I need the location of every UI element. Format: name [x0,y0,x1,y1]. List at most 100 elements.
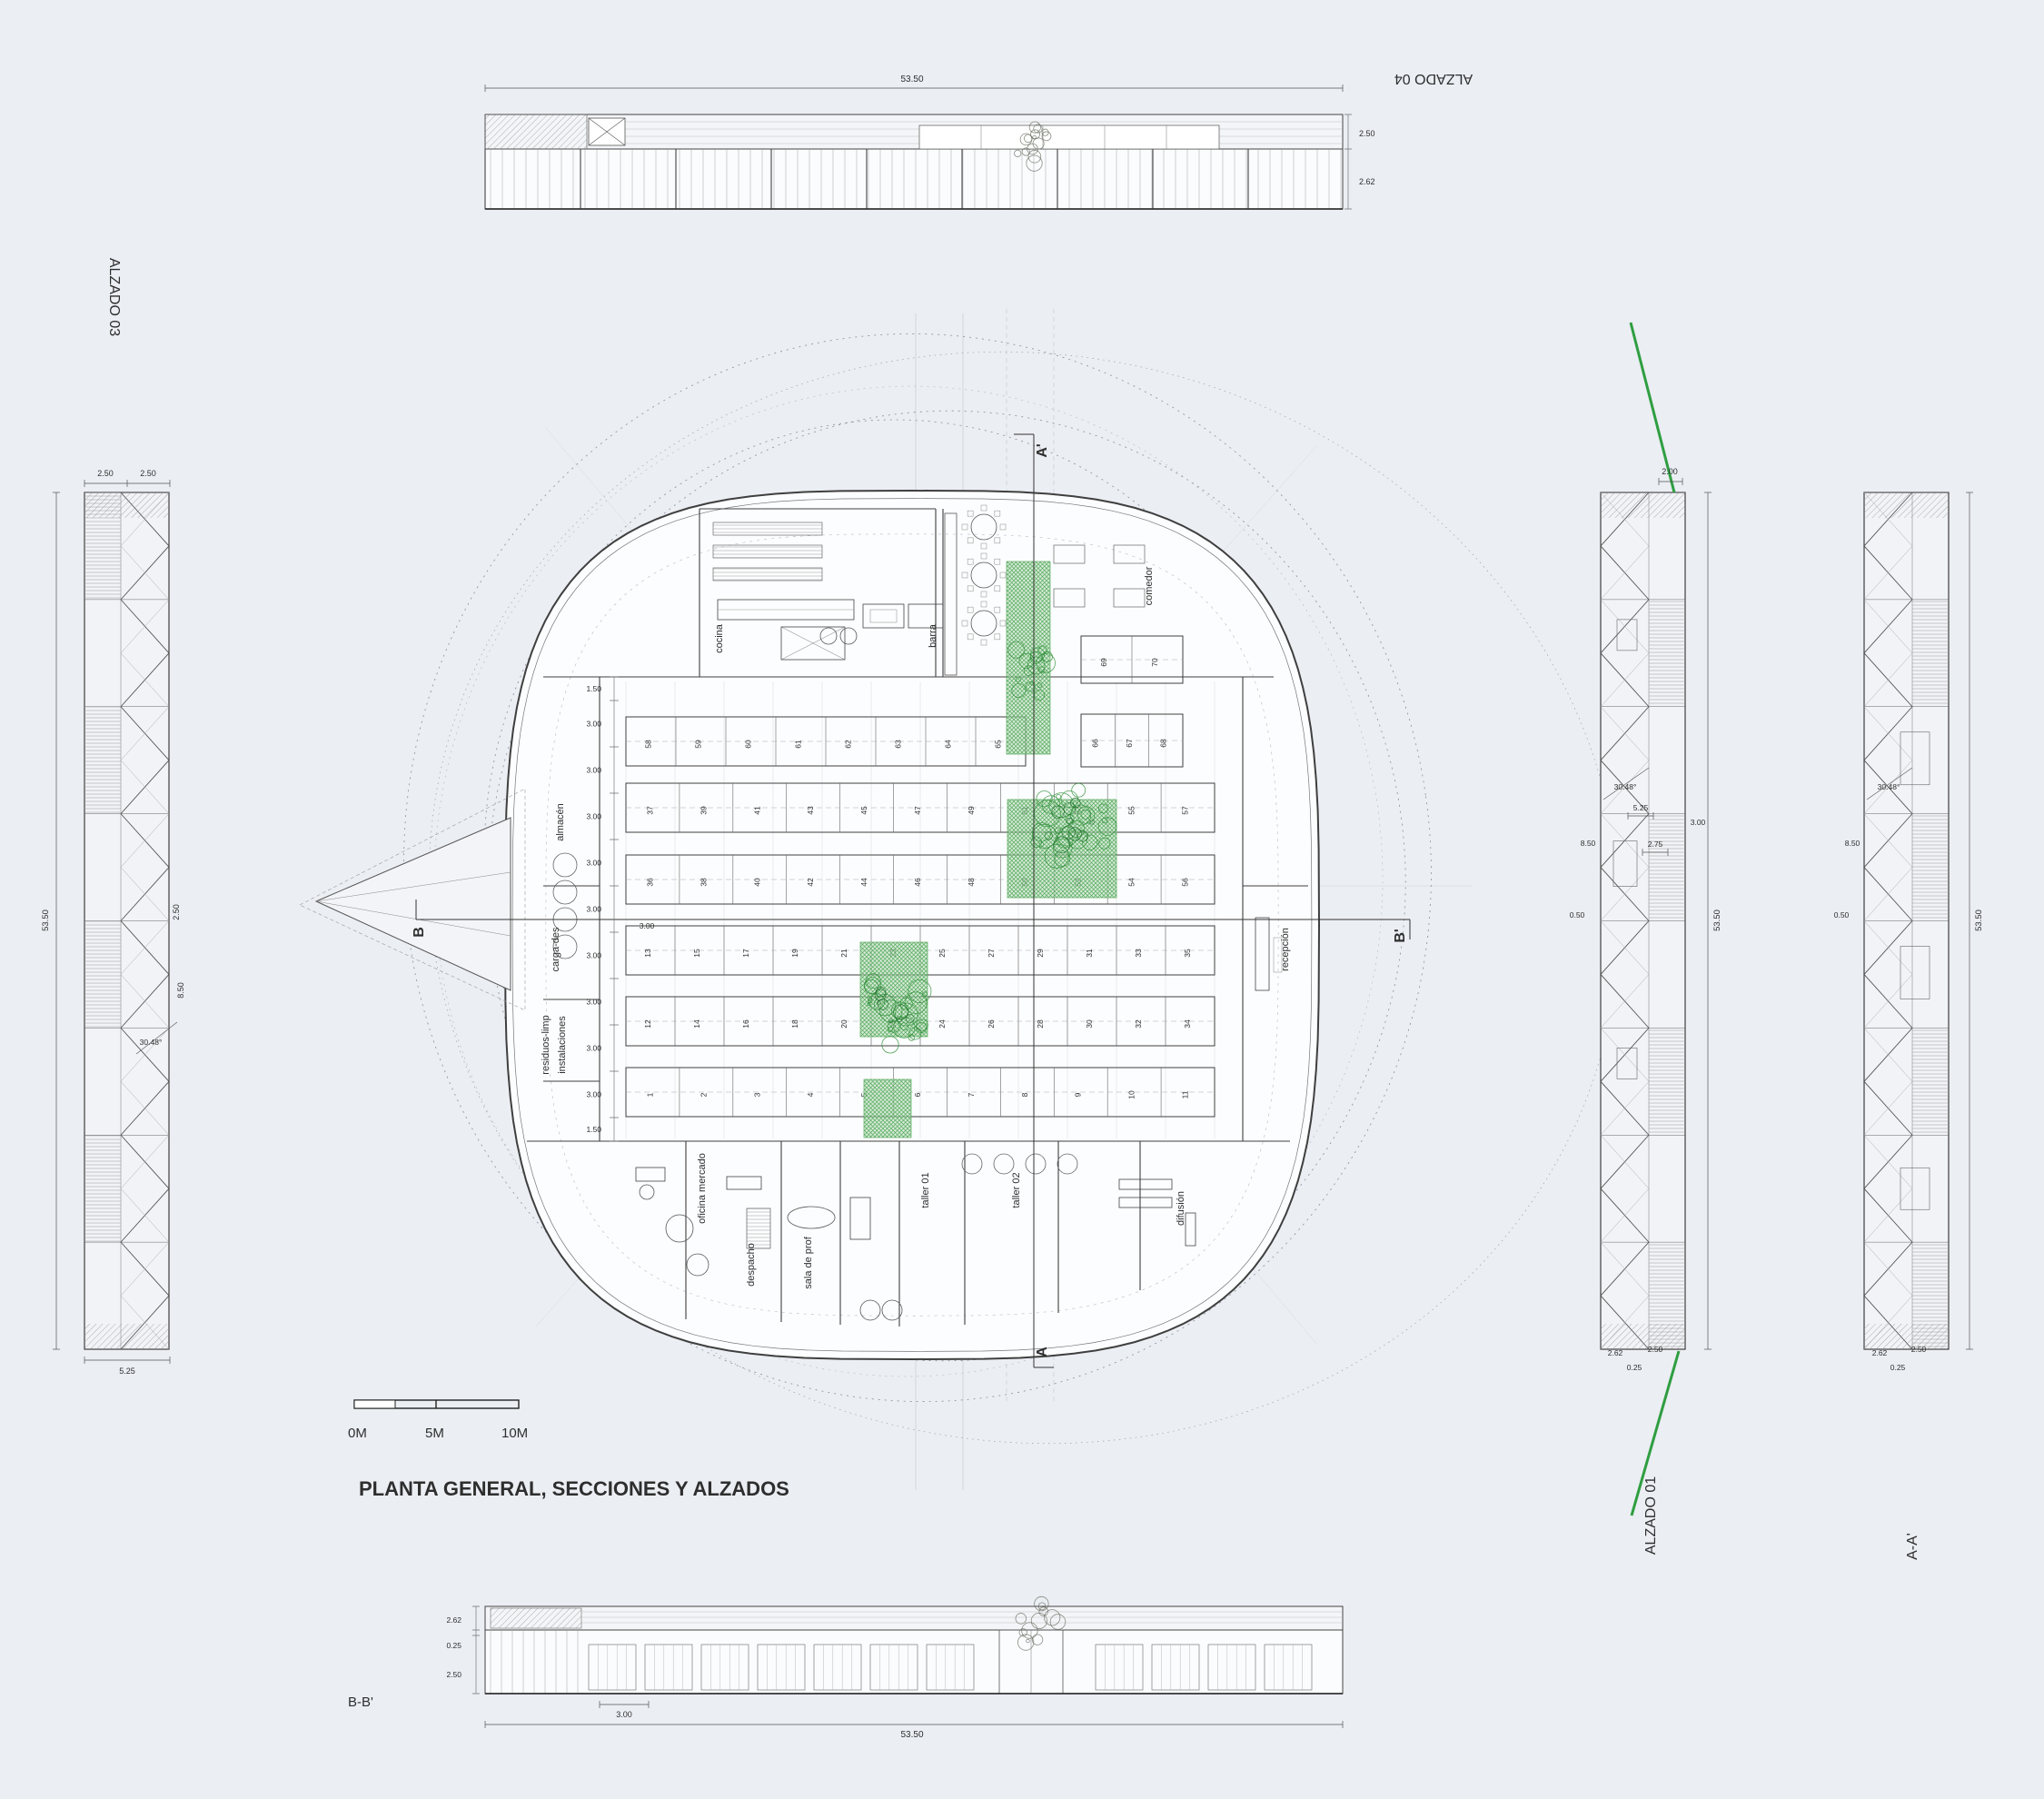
stall-number: 16 [741,1019,750,1029]
stall-number: 36 [645,878,654,887]
stall-number: 32 [1134,1019,1143,1029]
stall-number: 6 [913,1092,922,1097]
section-marker: B' [1393,929,1408,942]
stall-number: 43 [806,806,815,815]
stall-number: 48 [967,878,976,887]
dim-label: 2.62 [446,1615,461,1625]
stall-number: 47 [913,806,922,815]
stall-number: 20 [839,1019,848,1029]
dim-label: 3.00 [586,1044,601,1053]
stall-number: 8 [1020,1092,1029,1097]
stall-number: 61 [794,740,803,749]
dim-label: 2.50 [97,469,114,478]
dim-label: 0.50 [1570,910,1585,919]
stall-number: 26 [987,1019,996,1029]
section-marker: A' [1035,443,1050,457]
dim-label: 8.50 [1845,839,1860,848]
plan-dimensions: 1.503.003.003.003.003.003.003.003.003.00… [586,676,655,1142]
stall-number: 56 [1181,878,1190,887]
dim-label: 2.62 [1359,177,1375,186]
dim-label: 30.48° [140,1038,163,1047]
stall-number: 28 [1036,1019,1045,1029]
dim-label: 3.00 [586,951,601,960]
dim-label: 3.00 [586,720,601,729]
stall-number: 46 [913,878,922,887]
stall-number: 27 [987,949,996,958]
building-plan [299,489,1321,1361]
section-bb-label: B-B' [348,1695,373,1710]
stall-number: 42 [806,878,815,887]
scale-label-10: 10M [501,1426,528,1441]
room-label: barra [928,623,938,648]
stall-number: 7 [967,1092,976,1097]
room-label: difusión [1176,1191,1186,1226]
room-label: comedor [1144,566,1155,605]
stall-number: 45 [859,806,868,815]
dim-label: 3.00 [586,905,601,914]
stall-number: 37 [645,806,654,815]
dim-label: 0.50 [1834,910,1850,919]
stall-number: 59 [694,740,703,749]
stall-number: 54 [1127,878,1136,887]
stall-number: 40 [752,878,761,887]
stall-number: 49 [967,806,976,815]
dim-label: 1.50 [586,684,601,693]
dim-label: 0.25 [1890,1363,1906,1372]
dim-label: 3.00 [1691,818,1706,827]
stall-number: 67 [1125,739,1134,748]
furniture [552,504,1283,1321]
scale-label-5: 5M [425,1426,444,1441]
stall-number: 62 [844,740,853,749]
stall-number: 33 [1134,949,1143,958]
dim-label: 2.62 [1608,1348,1623,1357]
dim-label: 2.62 [1872,1348,1888,1357]
dim-label: 30.48° [1878,782,1900,791]
stall-number: 69 [1099,658,1108,667]
stall-number: 30 [1085,1019,1094,1029]
room-label: oficina mercado [697,1153,708,1224]
scale-label-0: 0M [348,1426,367,1441]
stall-number: 38 [699,878,708,887]
stall-number: 44 [859,878,868,887]
section-aa-label: A-A' [1905,1533,1920,1560]
stall-number: 68 [1158,739,1167,748]
stall-number: 63 [894,740,903,749]
stall-number: 60 [744,740,753,749]
dim-label: 53.50 [41,909,51,931]
scale-bar [353,1399,520,1409]
room-label: despacho [746,1243,757,1287]
dim-label: 53.50 [900,75,923,84]
stall-number: 15 [692,949,701,958]
stall-number: 70 [1150,658,1159,667]
room-label: instalaciones [557,1016,568,1074]
dim-label: 2.50 [172,904,181,920]
stall-number: 39 [699,806,708,815]
dim-label: 3.00 [586,859,601,868]
stall-number: 19 [790,949,799,958]
dim-label: 5.25 [1633,803,1649,812]
stall-number: 41 [752,806,761,815]
stall-number: 11 [1181,1090,1190,1098]
room-label: recepción [1280,928,1291,971]
section-marker: A [1035,1347,1050,1357]
room-label: carga-des [551,927,561,971]
room-label: cocina [714,623,725,653]
elevation-alzado-04: 53.502.502.62 [484,75,1375,210]
dim-label: 0.25 [1627,1363,1642,1372]
dim-label: 3.00 [586,766,601,775]
stall-number: 58 [644,740,653,749]
stall-number: 24 [938,1019,947,1029]
dim-label: 0.25 [446,1641,461,1650]
dim-label: 30.48° [1614,782,1637,791]
stall-number: 12 [643,1019,652,1029]
room-label: sala de prof [803,1236,814,1288]
dim-label: 3.00 [640,921,655,930]
